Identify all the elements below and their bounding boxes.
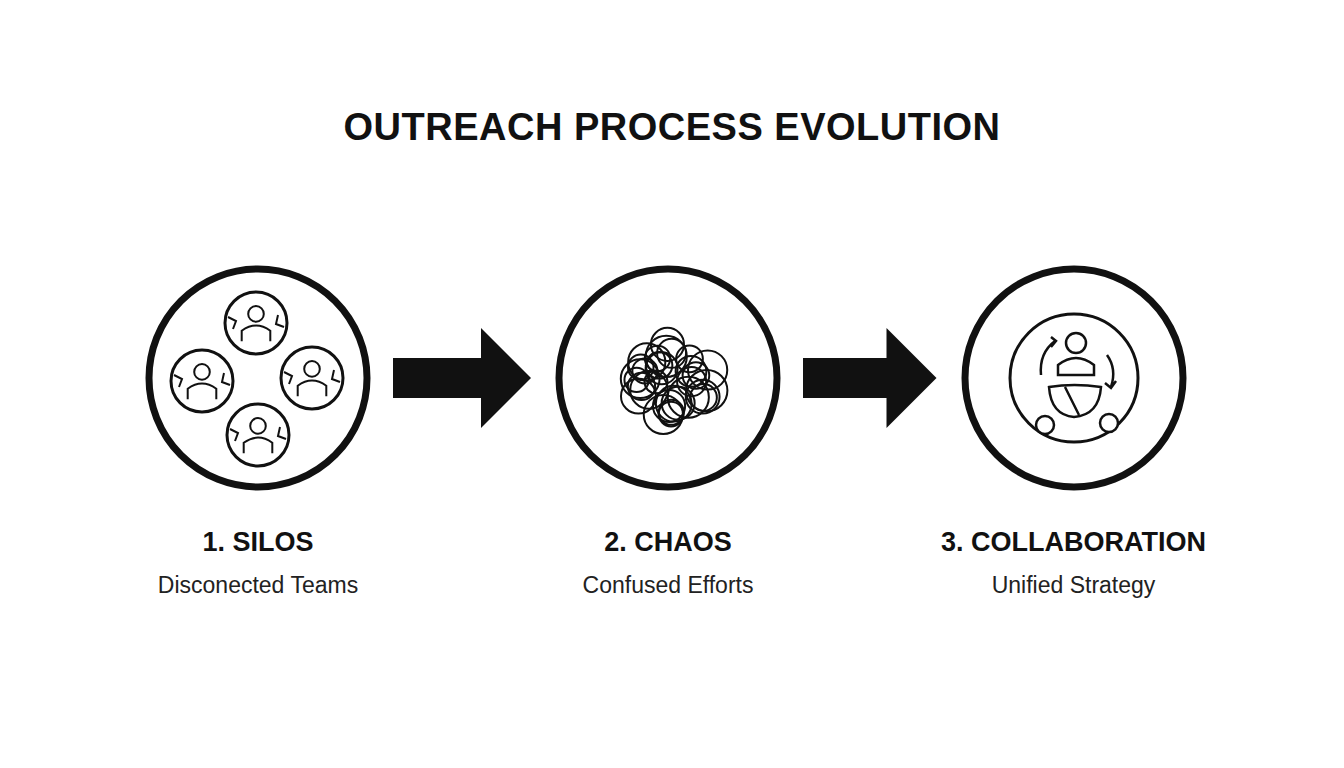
flow-arrow xyxy=(803,328,937,428)
stage-circle xyxy=(961,265,1187,491)
stage-heading: 2. CHAOS xyxy=(604,527,732,558)
stage-node: 3. COLLABORATION Unified Strategy xyxy=(933,265,1214,599)
stage-subtitle: Disconected Teams xyxy=(158,572,358,599)
stage-subtitle: Confused Efforts xyxy=(583,572,754,599)
stage-icon xyxy=(961,265,1187,491)
stage-circle xyxy=(145,265,371,491)
stage-icon xyxy=(555,265,781,491)
stage-subtitle: Unified Strategy xyxy=(992,572,1156,599)
stage-heading: 3. COLLABORATION xyxy=(941,527,1206,558)
stage-node: 1. SILOS Disconected Teams xyxy=(137,265,379,599)
stage-circle xyxy=(555,265,781,491)
stage-node: 2. CHAOS Confused Efforts xyxy=(547,265,789,599)
flow-arrow xyxy=(393,328,531,428)
diagram-title: OUTREACH PROCESS EVOLUTION xyxy=(0,106,1344,149)
stage-heading: 1. SILOS xyxy=(202,527,313,558)
stage-icon xyxy=(145,265,371,491)
